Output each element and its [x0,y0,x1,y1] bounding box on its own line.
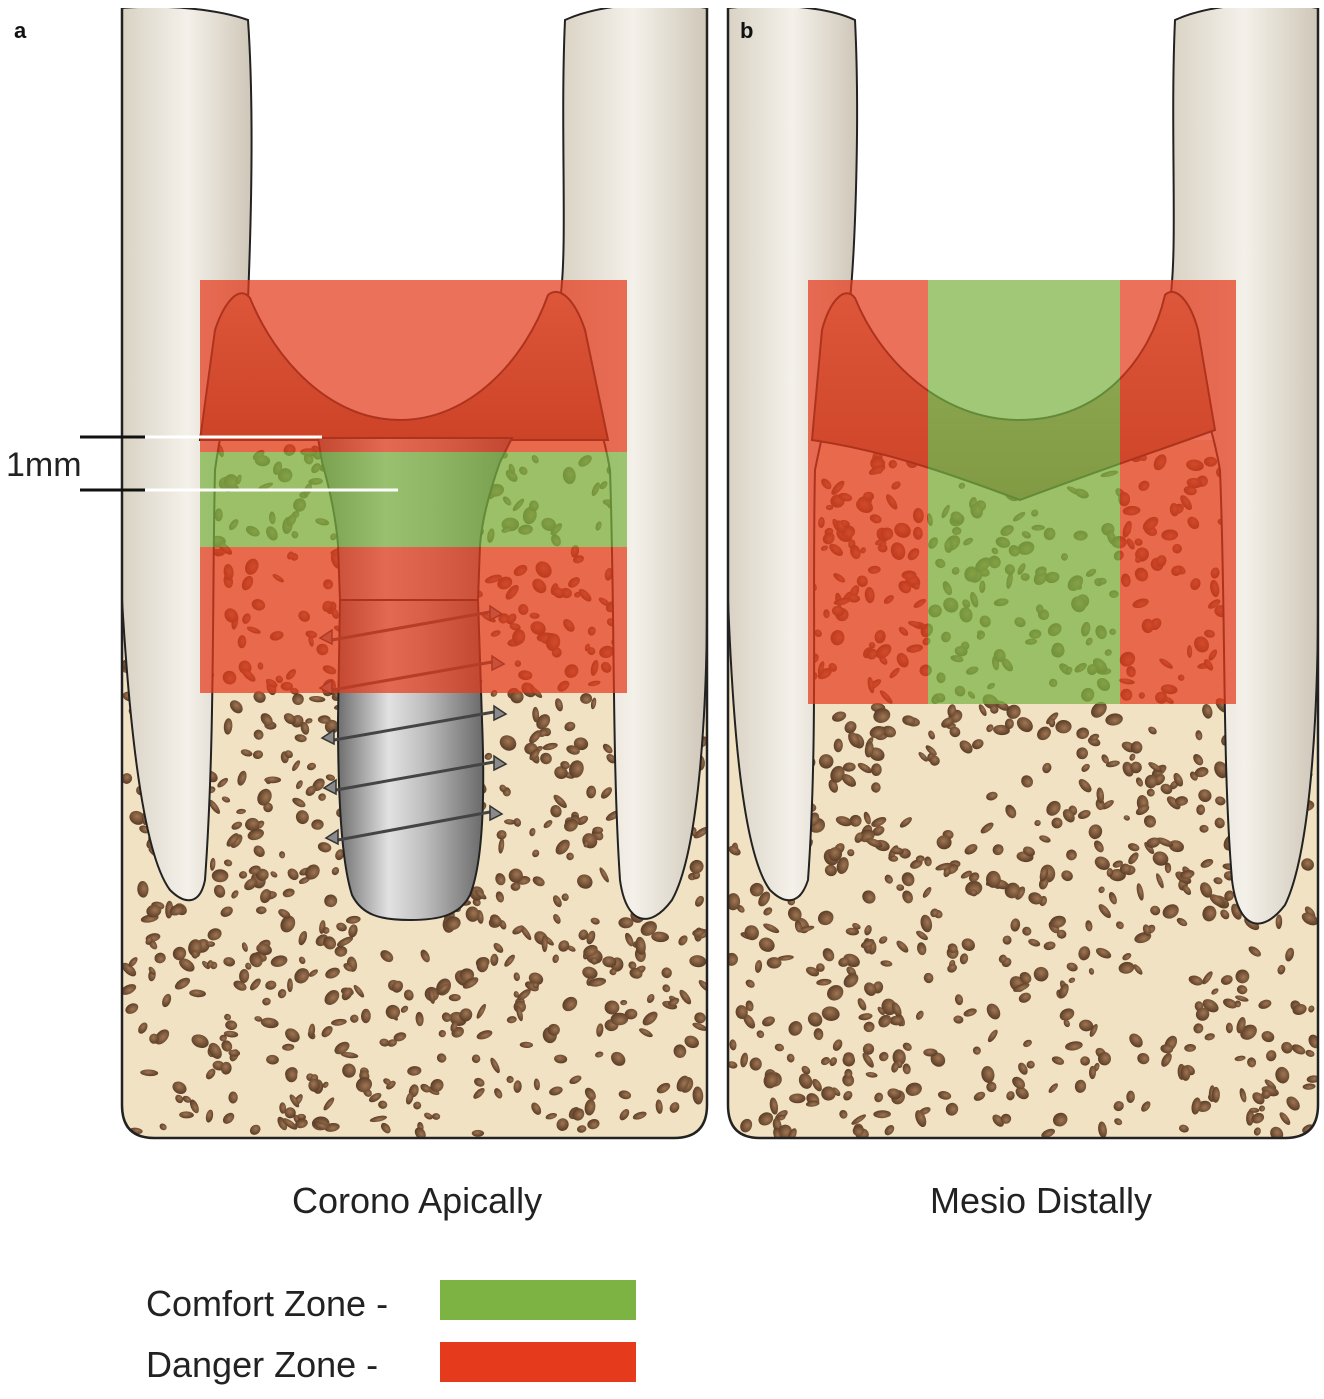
caption-b: Mesio Distally [930,1180,1152,1222]
panel-letter-a: a [14,18,27,43]
legend-label-danger: Danger Zone - [146,1344,378,1386]
bone-pore [472,1130,484,1137]
bone-pore [212,869,229,882]
panel-b: b [722,4,1323,1143]
bone-pore [287,978,293,992]
comfort-zone-a [200,452,627,547]
bone-pore [592,827,603,834]
comfort-zone-b [928,280,1120,704]
danger-zone-right-b [1120,280,1236,704]
panel-a: a 1mm [6,4,713,1142]
danger-zone-left-b [808,280,928,704]
danger-zone-top-a [200,280,627,452]
legend-label-comfort: Comfort Zone - [146,1283,388,1325]
legend-swatch-danger [440,1342,636,1382]
bone-pore [767,957,782,968]
legend-swatch-comfort [440,1280,636,1320]
panel-letter-b: b [740,18,753,43]
bone-pore [264,777,281,784]
bone-pore [923,1049,937,1057]
dimension-label: 1mm [6,446,82,484]
caption-a: Corono Apically [292,1180,542,1222]
danger-zone-bottom-a [200,547,627,693]
bone-pore [1001,1114,1011,1124]
bone-pore [986,871,1001,888]
